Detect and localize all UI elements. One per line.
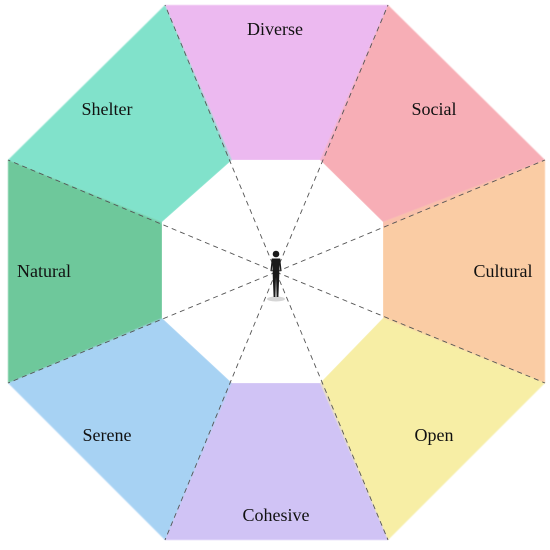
label-natural: Natural [17, 261, 71, 281]
label-open: Open [415, 425, 454, 445]
dashed-guide-lines [7, 4, 546, 541]
label-serene: Serene [83, 425, 132, 445]
label-diverse: Diverse [247, 19, 303, 39]
dashed-line [7, 271, 277, 384]
label-shelter: Shelter [82, 99, 133, 119]
dashed-line [164, 271, 277, 541]
label-cohesive: Cohesive [243, 505, 310, 525]
blend-overlay [165, 5, 388, 272]
blend-overlay [276, 160, 545, 383]
dashed-line [7, 159, 277, 273]
blend-overlay [8, 160, 276, 383]
dashed-line [275, 4, 389, 273]
person-icon [267, 250, 285, 302]
dashed-line [275, 271, 546, 384]
label-social: Social [412, 99, 457, 119]
label-cultural: Cultural [474, 261, 533, 281]
dimension-labels: Diverse Social Cultural Open Cohesive Se… [17, 19, 532, 525]
dashed-line [275, 159, 546, 273]
blend-overlay [165, 272, 388, 540]
dashed-line [164, 4, 277, 273]
inner-octagon [162, 160, 383, 383]
dashed-line [275, 271, 389, 541]
